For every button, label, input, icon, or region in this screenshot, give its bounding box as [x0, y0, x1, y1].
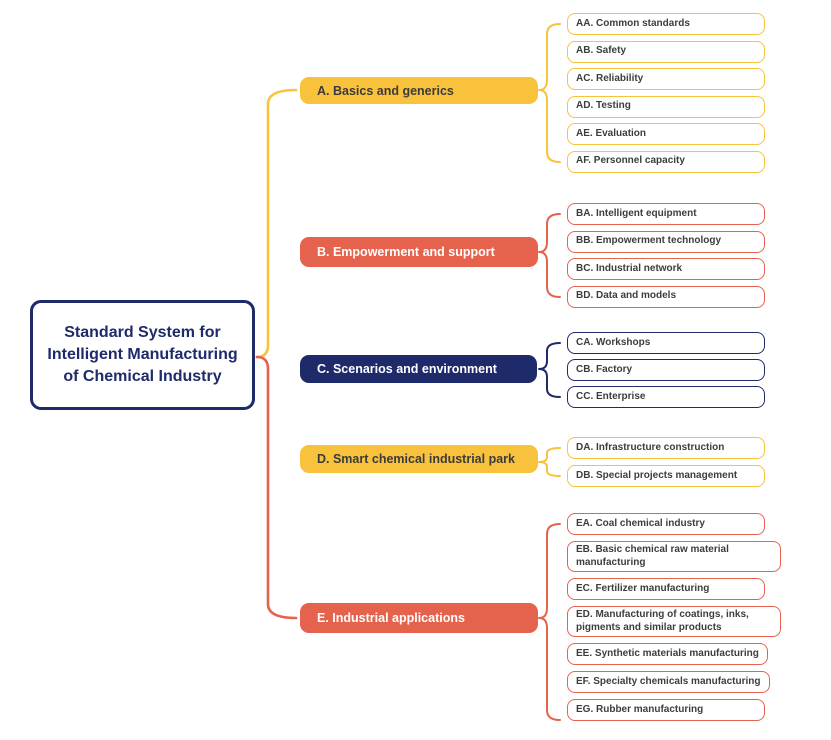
child-node-eg: EG. Rubber manufacturing	[567, 699, 765, 721]
child-node-bc: BC. Industrial network	[567, 258, 765, 280]
child-node-ea: EA. Coal chemical industry	[567, 513, 765, 535]
branch-node-a: A. Basics and generics	[300, 77, 538, 104]
branch-label-a: A. Basics and generics	[317, 83, 454, 98]
child-node-af: AF. Personnel capacity	[567, 150, 765, 173]
brace-branch-c	[538, 342, 561, 398]
brace-branch-a	[538, 23, 561, 163]
child-node-ca: CA. Workshops	[567, 332, 765, 354]
child-node-db: DB. Special projects management	[567, 465, 765, 487]
children-group-d: DA. Infrastructure construction DB. Spec…	[567, 437, 765, 487]
child-node-ee: EE. Synthetic materials manufacturing	[567, 643, 768, 665]
children-group-a: AA. Common standards AB. Safety AC. Reli…	[567, 13, 765, 173]
child-node-bd: BD. Data and models	[567, 285, 765, 308]
child-node-eb: EB. Basic chemical raw material manufact…	[567, 541, 781, 572]
brace-branch-e	[538, 523, 561, 721]
child-node-ac: AC. Reliability	[567, 68, 765, 90]
branch-node-c: C. Scenarios and environment	[300, 355, 537, 383]
child-node-ab: AB. Safety	[567, 40, 765, 63]
brace-branch-b	[538, 213, 561, 298]
root-node: Standard System for Intelligent Manufact…	[30, 300, 255, 410]
root-title: Standard System for Intelligent Manufact…	[47, 323, 238, 386]
branch-label-d: D. Smart chemical industrial park	[317, 452, 515, 466]
branch-node-e: E. Industrial applications	[300, 603, 538, 633]
child-node-ed: ED. Manufacturing of coatings, inks, pig…	[567, 606, 781, 637]
child-node-cc: CC. Enterprise	[567, 386, 765, 408]
branch-label-b: B. Empowerment and support	[317, 245, 495, 259]
child-node-ec: EC. Fertilizer manufacturing	[567, 578, 765, 600]
children-group-b: BA. Intelligent equipment BB. Empowermen…	[567, 203, 765, 308]
child-node-ae: AE. Evaluation	[567, 123, 765, 145]
brace-root-upper	[255, 88, 298, 359]
branch-label-c: C. Scenarios and environment	[317, 362, 497, 376]
brace-root-lower	[255, 355, 298, 620]
branch-node-b: B. Empowerment and support	[300, 237, 538, 267]
branch-label-e: E. Industrial applications	[317, 611, 465, 625]
children-group-e: EA. Coal chemical industry EB. Basic che…	[567, 513, 781, 721]
branch-node-d: D. Smart chemical industrial park	[300, 445, 538, 473]
child-node-aa: AA. Common standards	[567, 13, 765, 35]
child-node-ba: BA. Intelligent equipment	[567, 203, 765, 225]
child-node-da: DA. Infrastructure construction	[567, 437, 765, 459]
child-node-cb: CB. Factory	[567, 359, 765, 381]
child-node-ef: EF. Specialty chemicals manufacturing	[567, 671, 770, 693]
brace-branch-d	[538, 447, 561, 477]
children-group-c: CA. Workshops CB. Factory CC. Enterprise	[567, 332, 765, 408]
child-node-ad: AD. Testing	[567, 95, 765, 118]
child-node-bb: BB. Empowerment technology	[567, 230, 765, 253]
